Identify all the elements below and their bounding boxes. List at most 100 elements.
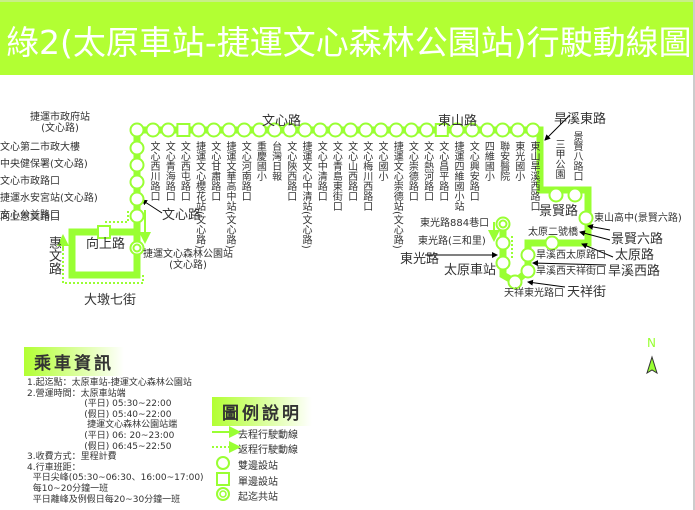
stop-marker[interactable] [129,208,145,224]
stop-label: 文心青島東街口 [330,141,342,211]
stop-marker[interactable] [129,157,145,173]
stop-marker[interactable] [160,122,176,138]
stop-label: 旱溪西太原路口 [536,250,606,261]
stop-marker[interactable] [548,187,564,203]
stop-marker[interactable] [129,122,145,138]
stop-label: 東光路(三和里) [418,236,486,247]
road-label-hanxi_east: 旱溪東路 [554,112,607,127]
stop-marker[interactable] [520,263,536,279]
stop-label: 文心西屯路口 [178,141,190,201]
road-label-taiyuan: 太原路 [615,248,655,263]
stop-label: 旱溪西天祥街口 [536,266,606,277]
stop-marker[interactable] [129,191,145,207]
stop-marker[interactable] [282,122,298,138]
stop-label: 文心崇德路口 [406,141,418,201]
stop-label: 三甲公園 [553,139,564,179]
stop-marker[interactable] [206,122,222,138]
info-heading: 乘車資訊 [24,347,124,376]
stop-marker[interactable] [191,122,207,138]
stop-marker[interactable] [267,122,283,138]
legend-return: 返程行駛動線 [238,445,298,456]
header: 綠2(太原車站-捷運文心森林公園站)行駛動線圖 [0,0,693,75]
stop-label: 東光路884巷口 [420,218,490,229]
stop-label: 文心中清路口 [315,141,327,201]
compass-label: N [647,336,656,350]
stop-label: 捷運市政府站 (文心路) [30,112,90,134]
road-label-jingxian: 景賢路 [539,204,579,219]
stop-marker[interactable] [419,122,435,138]
stop-label: 東山旱溪西路口 [528,141,539,211]
stop-marker[interactable] [434,123,449,137]
stop-label: 台灣日報 [269,141,281,181]
stop-label: 東山高中(景賢六路) [594,213,682,224]
stop-marker[interactable] [145,122,161,138]
stop-label: 文心河南路口 [239,141,251,201]
stop-marker[interactable] [297,122,313,138]
stop-marker[interactable] [373,122,389,138]
stop-marker[interactable] [97,225,111,239]
stop-marker[interactable] [176,123,191,137]
road-label-huiwen: 惠文路 [46,236,61,275]
stop-marker[interactable] [495,122,511,138]
stop-label: 東光國小 [512,141,524,181]
stop-marker[interactable] [510,122,526,138]
stop-marker[interactable] [544,235,560,251]
road-label-tianxiang: 天祥街 [567,285,607,300]
terminal-west-label: 捷運文心森林公園站 (文心路) [143,249,233,271]
taiyuan-station-label: 太原車站 [444,263,497,278]
return-dotted-loop [62,240,144,284]
stop-marker[interactable] [403,122,419,138]
stop-marker[interactable] [520,247,536,263]
stop-marker[interactable] [495,235,511,251]
stop-marker[interactable] [129,174,145,190]
stop-label: 文心青海路口 [163,141,175,201]
stop-marker[interactable] [464,122,480,138]
stop-label: 文心第二市政大樓 [0,142,80,153]
info-text: 1.起迄點：太原車站-捷運文心森林公園站 2.營運時間：太原車站端 (平日) 0… [27,378,204,505]
stop-marker[interactable] [449,122,465,138]
stop-label: 文心公益路口 [0,210,60,221]
stop-label: 文心熱河路口 [421,141,433,201]
road-label-hanxi_west: 旱溪西路 [608,264,661,279]
stop-label: 捷運四維國小站 [452,141,463,211]
stop-label: 太原二號橋 [528,227,578,238]
stop-marker[interactable] [221,122,237,138]
stop-marker[interactable] [495,255,511,271]
stop-label: 聯安醫院 [497,141,509,181]
legend-heading: 圖例說明 [212,397,312,426]
stop-marker[interactable] [327,122,343,138]
stop-label: 文心陝西路口 [284,141,296,201]
return-dotted-huiwen [105,210,129,223]
stop-marker[interactable] [578,210,594,226]
stop-label: 文心甘肅路口 [208,141,220,201]
stop-marker[interactable] [129,140,145,156]
road-label-jingxian6: 景賢六路 [611,232,664,247]
stop-marker[interactable] [358,122,374,138]
page-title: 綠2(太原車站-捷運文心森林公園站)行駛動線圖 [6,23,692,62]
stop-label: 捷運文華高中站(文心路) [224,141,235,249]
stop-marker[interactable] [388,122,404,138]
road-label-wenxin_top: 文心路 [262,114,302,129]
stop-label: 捷運水安宮站(文心路) [0,193,98,204]
stop-label: 文心興安路口 [467,141,479,201]
stop-label: 景賢八路口 [571,131,582,181]
stop-marker[interactable] [479,122,495,138]
compass-icon [646,355,658,375]
stop-label: 文心市政路口 [0,176,60,187]
stop-marker[interactable] [525,122,541,138]
stop-label: 文心國小 [376,141,387,181]
stop-marker[interactable] [251,122,267,138]
stop-marker[interactable] [507,274,523,290]
terminal-east-marker-inner [498,219,508,229]
road-label-xiangshang: 向上路 [86,237,126,252]
stop-marker[interactable] [567,187,583,203]
legend-one-side: 單邊設站 [238,477,278,488]
stop-marker[interactable] [236,122,252,138]
stop-label: 文心昌平路口 [436,141,448,201]
stop-marker[interactable] [312,122,328,138]
stop-label: 捷運文心櫻花站(文心路) [193,141,205,249]
stop-marker[interactable] [343,122,359,138]
stop-label: 中央健保署(文心路) [0,159,88,170]
